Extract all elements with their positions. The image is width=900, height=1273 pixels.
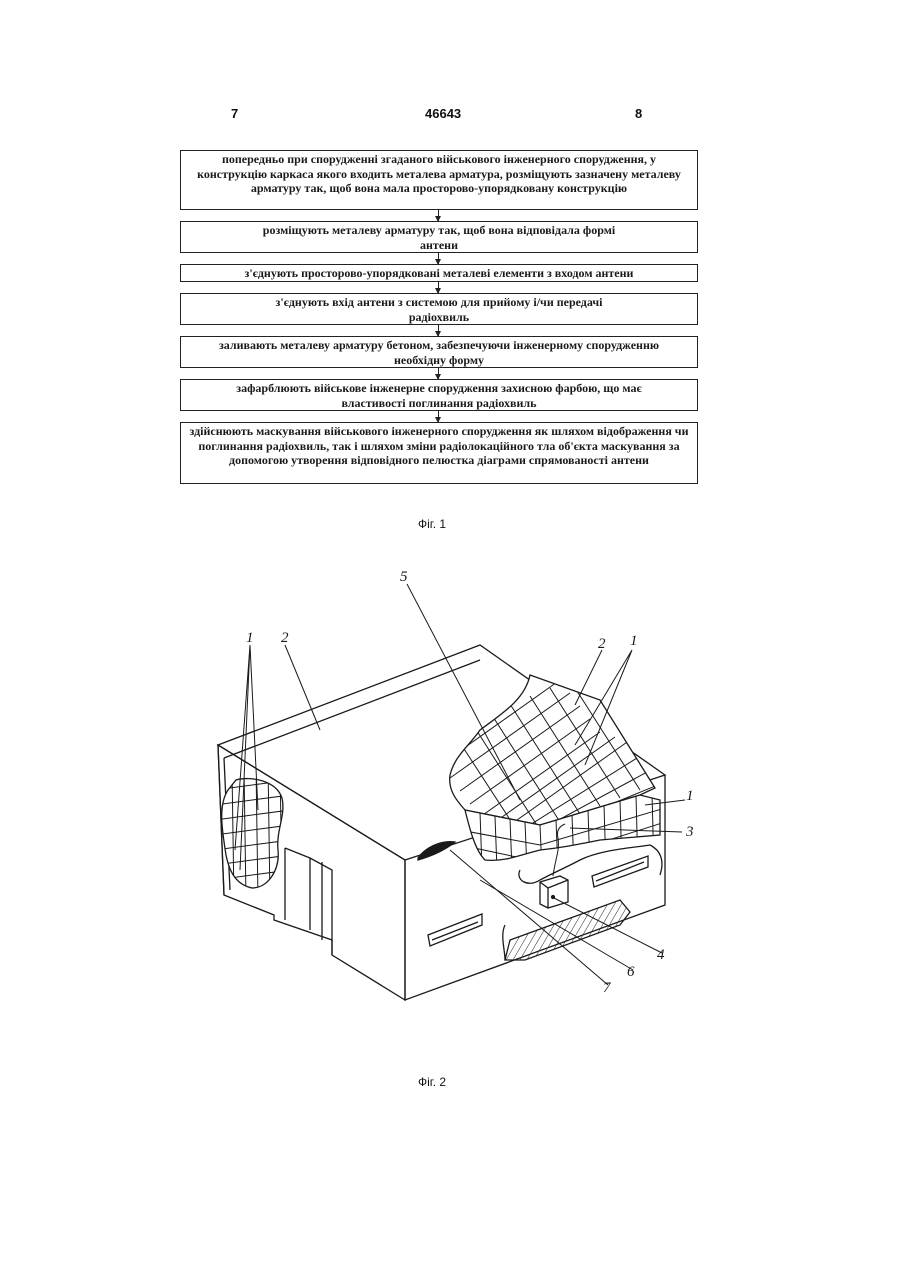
label-3: 3 bbox=[685, 824, 694, 840]
label-1-left: 1 bbox=[246, 630, 254, 646]
label-1-side: 1 bbox=[686, 788, 694, 804]
figure2-caption: Фіг. 2 bbox=[418, 1075, 446, 1089]
label-5: 5 bbox=[400, 569, 408, 585]
label-6: 6 bbox=[627, 964, 635, 980]
cable-strip bbox=[503, 900, 630, 960]
label-7: 7 bbox=[603, 980, 612, 996]
label-4: 4 bbox=[657, 947, 665, 963]
label-2-left: 2 bbox=[281, 630, 289, 646]
label-1-right: 1 bbox=[630, 633, 638, 649]
label-2-right: 2 bbox=[598, 636, 606, 652]
